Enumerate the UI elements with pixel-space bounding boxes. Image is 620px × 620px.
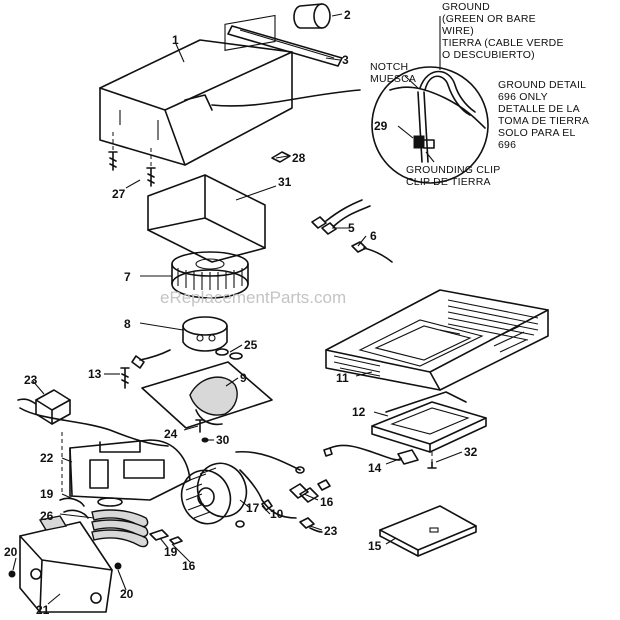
callout-13: 13	[88, 367, 102, 381]
part-23-small	[299, 517, 323, 533]
part-28	[271, 151, 291, 163]
callout-9: 9	[240, 371, 247, 385]
ground-detail-line-3: DETALLE DE LA	[498, 103, 580, 115]
grille-11	[325, 289, 549, 391]
grounding-clip-line-1: GROUNDING CLIP	[406, 164, 500, 176]
callout-25: 25	[244, 338, 258, 352]
leader-lines	[12, 13, 463, 605]
ground-note-line-4: TIERRA (CABLE VERDE	[442, 37, 564, 49]
screw-13	[120, 367, 130, 389]
callout-29: 29	[374, 119, 388, 133]
part-32	[427, 461, 437, 469]
callout-12: 12	[352, 405, 366, 419]
callout-21: 21	[36, 603, 50, 617]
motor-8	[131, 316, 228, 369]
ground-note-line-2: (GREEN OR BARE	[442, 13, 536, 25]
watermark: eReplacementParts.com	[160, 288, 346, 307]
callout-14: 14	[368, 461, 382, 475]
callout-31: 31	[278, 175, 292, 189]
connectors-16-right	[289, 479, 331, 503]
ground-detail-line-2: 696 ONLY	[498, 91, 548, 103]
mounting-rail	[227, 25, 343, 67]
lamp-socket-14	[323, 444, 419, 465]
callout-23-top: 23	[24, 373, 38, 387]
motor-plate-9	[141, 361, 273, 429]
lens-15	[379, 505, 477, 557]
callout-numbers: 1 2 3 27 28 29 31 5 6 7 8 25 11 23 13 9 …	[4, 8, 478, 617]
ground-detail	[371, 16, 489, 184]
notch-note-line-2: MUESCA	[370, 73, 416, 85]
duct-connector	[293, 3, 331, 29]
callout-30: 30	[216, 433, 230, 447]
callout-32: 32	[464, 445, 478, 459]
callout-24: 24	[164, 427, 178, 441]
ground-detail-line-1: GROUND DETAIL	[498, 79, 586, 91]
screws-27	[108, 132, 156, 187]
washers-25	[215, 348, 243, 360]
callout-8: 8	[124, 317, 131, 331]
callout-15: 15	[368, 539, 382, 553]
ground-note: GROUND (GREEN OR BARE WIRE) TIERRA (CABL…	[442, 1, 564, 61]
callout-16-right: 16	[320, 495, 334, 509]
callout-23-bottom: 23	[324, 524, 338, 538]
callout-3: 3	[342, 53, 349, 67]
ground-detail-line-6: 696	[498, 139, 516, 151]
panel-31	[147, 174, 266, 263]
callout-20-right: 20	[120, 587, 134, 601]
callout-10: 10	[270, 507, 284, 521]
ground-note-line-5: O DESCUBIERTO)	[442, 49, 535, 61]
callout-11: 11	[336, 371, 349, 385]
callout-16-bottom: 16	[182, 559, 196, 573]
callout-20-left: 20	[4, 545, 18, 559]
blower-wheel-17	[180, 462, 248, 525]
grounding-clip-line-2: CLIP DE TIERRA	[406, 176, 491, 188]
notch-note: NOTCH MUESCA	[370, 61, 416, 85]
callout-2: 2	[344, 8, 351, 22]
callout-5: 5	[348, 221, 355, 235]
notch-note-line-1: NOTCH	[370, 61, 408, 73]
callout-6: 6	[370, 229, 377, 243]
wire-connectors	[311, 199, 393, 263]
ground-detail-note: GROUND DETAIL 696 ONLY DETALLE DE LA TOM…	[498, 79, 589, 151]
callout-17: 17	[246, 501, 260, 515]
screws-20	[8, 562, 122, 578]
housing	[99, 14, 361, 166]
callout-19-left: 19	[40, 487, 54, 501]
heater-elements	[59, 497, 183, 548]
ground-note-line-1: GROUND	[442, 1, 490, 13]
heater-panel-21	[19, 515, 113, 613]
callout-26: 26	[40, 509, 54, 523]
blower-housing-22	[61, 432, 191, 501]
grounding-clip-note: GROUNDING CLIP CLIP DE TIERRA	[406, 164, 500, 188]
ground-detail-line-5: SOLO PARA EL	[498, 127, 576, 139]
callout-28: 28	[292, 151, 306, 165]
callout-1: 1	[172, 33, 179, 47]
light-housing-12	[371, 391, 487, 462]
callout-19-bottom: 19	[164, 545, 178, 559]
callout-7: 7	[124, 270, 131, 284]
ground-detail-line-4: TOMA DE TIERRA	[498, 115, 589, 127]
ground-note-line-3: WIRE)	[442, 25, 474, 37]
callout-22: 22	[40, 451, 54, 465]
blower-wheel-7	[171, 251, 249, 299]
terminal-block-23	[17, 389, 169, 447]
callout-27: 27	[112, 187, 126, 201]
